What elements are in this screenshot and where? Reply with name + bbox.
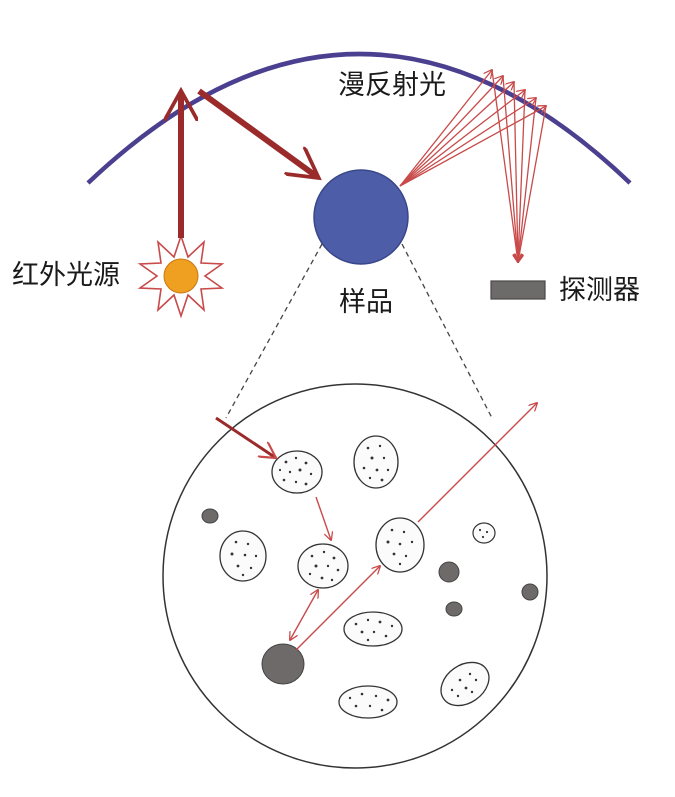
scatter-path	[215, 403, 537, 651]
particle	[338, 685, 398, 719]
scatter-incident-arrow	[215, 416, 276, 460]
dark-particle	[438, 561, 460, 583]
detector-icon	[490, 280, 546, 300]
zoom-line-left	[225, 243, 323, 419]
ir-source-label: 红外光源	[12, 260, 120, 291]
dark-particle	[261, 643, 305, 685]
particle	[271, 450, 323, 494]
incident-arrow-to-sample	[197, 88, 316, 176]
detector-label: 探测器	[559, 275, 640, 306]
particle	[219, 530, 267, 582]
speckled-particles	[219, 435, 496, 719]
particle	[375, 517, 425, 573]
ir-source-icon	[137, 233, 225, 319]
particle	[472, 522, 496, 544]
sample-disc	[313, 169, 409, 265]
diffuse-rays	[399, 70, 546, 262]
diffuse-light-label: 漫反射光	[338, 70, 446, 101]
sample-label: 样品	[339, 287, 393, 318]
zoom-line-right	[401, 243, 493, 419]
dark-particles	[201, 508, 539, 685]
dark-particle	[445, 601, 463, 617]
particle	[440, 661, 490, 707]
particle	[297, 543, 349, 589]
dark-particle	[201, 508, 219, 524]
particle	[353, 435, 399, 489]
dark-particle	[521, 583, 539, 601]
particle	[343, 611, 403, 647]
